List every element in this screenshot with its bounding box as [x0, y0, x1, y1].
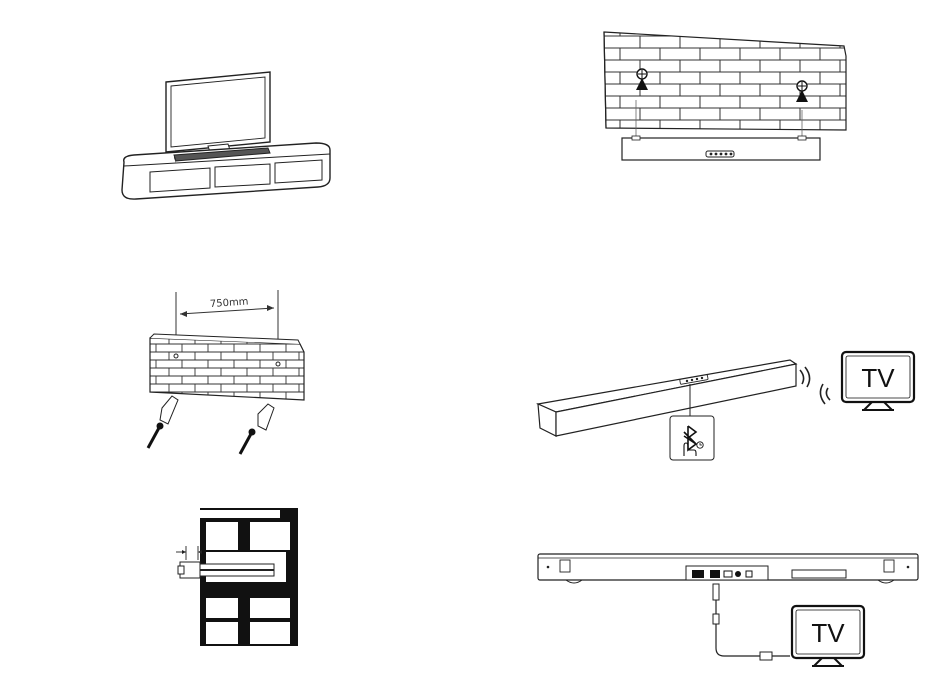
soundbar-perspective [538, 360, 796, 436]
brick-wall-section [150, 334, 304, 400]
screw-depth-cross-section [176, 508, 298, 646]
screw-icon [148, 423, 164, 449]
tv-on-stand [166, 72, 270, 152]
wall-plug-icon [258, 404, 274, 430]
soundbar-back-panel [538, 554, 918, 583]
brick-wall-mount [604, 32, 846, 130]
soundbar-front-view [622, 136, 820, 160]
wall-drilling-illustration: 750mm [148, 290, 304, 454]
bluetooth-pairing-illustration: TV [538, 352, 914, 460]
screw-icon [240, 429, 256, 455]
tv-stand-placement-illustration [122, 72, 330, 199]
drill-hole-right [276, 362, 280, 366]
wired-connection-illustration: TV [538, 554, 918, 666]
screw-in-wall [178, 562, 274, 578]
wireless-signal-icon [820, 384, 830, 404]
hdmi-cable [713, 584, 790, 660]
wall-plug-icon [160, 396, 178, 424]
wall-hanging-illustration [604, 32, 846, 160]
tv-display-wired: TV [792, 606, 864, 666]
distance-label: 750mm [210, 296, 249, 310]
tv-display-wireless: TV [842, 352, 914, 410]
gap-dimension [176, 546, 202, 560]
tv-label: TV [811, 618, 845, 648]
bluetooth-button-callout [670, 416, 714, 460]
wireless-signal-icon [800, 367, 810, 387]
drill-hole-left [174, 354, 178, 358]
tv-label: TV [861, 363, 895, 393]
